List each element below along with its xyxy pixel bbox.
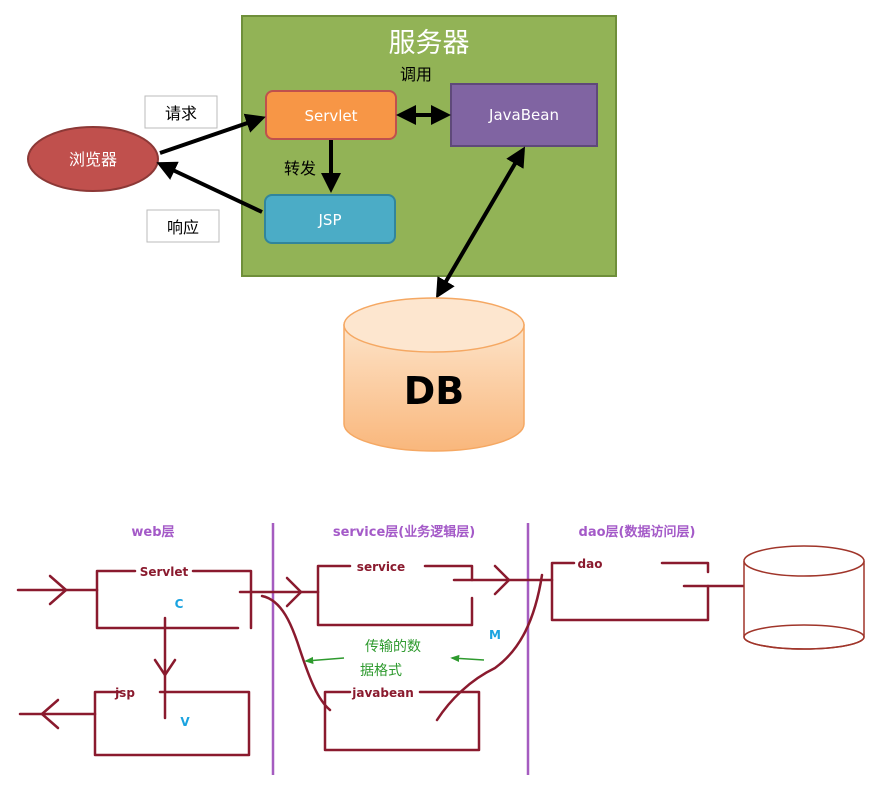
bottom-db-cylinder <box>743 545 865 650</box>
service-layer-title: service层(业务逻辑层) <box>333 524 475 540</box>
servlet-box-right <box>191 569 253 630</box>
response-label-box <box>146 209 220 243</box>
db-cylinder <box>343 297 525 452</box>
db-label: DB <box>404 369 465 413</box>
dao-box-right <box>660 561 710 574</box>
data-format-note-line2: 据格式 <box>360 663 402 679</box>
layer-dividers <box>271 523 530 775</box>
javabean-label: JavaBean <box>488 106 559 124</box>
service-box-left <box>316 564 474 627</box>
data-format-note-line1: 传输的数 <box>365 639 421 655</box>
response-label: 响应 <box>167 218 199 237</box>
dao-layer-title: dao层(数据访问层) <box>579 524 696 540</box>
javabean-box <box>450 83 598 147</box>
javabean-box-outline <box>323 690 481 752</box>
server-title: 服务器 <box>389 28 470 59</box>
bottom-servlet-label: Servlet <box>140 565 189 579</box>
bottom-lines <box>16 561 750 757</box>
service-box-right <box>423 564 474 582</box>
db-arrow <box>435 146 526 299</box>
request-arrow <box>159 113 266 155</box>
servlet-label: Servlet <box>304 107 357 125</box>
bottom-javabean-label: javabean <box>351 686 414 700</box>
browser-label: 浏览器 <box>69 150 117 169</box>
web-layer-title: web层 <box>131 525 174 540</box>
jsp-box <box>264 194 396 244</box>
jsp-label: JSP <box>318 211 342 229</box>
call-label: 调用 <box>400 65 432 84</box>
c-marker: C <box>175 597 184 611</box>
bottom-jsp-label: jsp <box>114 686 135 700</box>
bottom-dao-label: dao <box>578 557 603 571</box>
request-label-box <box>144 95 218 129</box>
bottom-service-label: service <box>357 560 405 574</box>
m-marker: M <box>489 628 501 642</box>
request-label: 请求 <box>165 104 197 123</box>
servlet-box-left <box>95 569 240 630</box>
top-arrows <box>156 105 526 299</box>
browser-node <box>27 126 159 192</box>
jsp-box-left <box>93 690 251 757</box>
green-arrows <box>304 654 485 665</box>
forward-label: 转发 <box>284 159 316 178</box>
v-marker: V <box>180 715 190 729</box>
dao-box-left <box>550 561 710 622</box>
response-arrow <box>156 161 263 214</box>
